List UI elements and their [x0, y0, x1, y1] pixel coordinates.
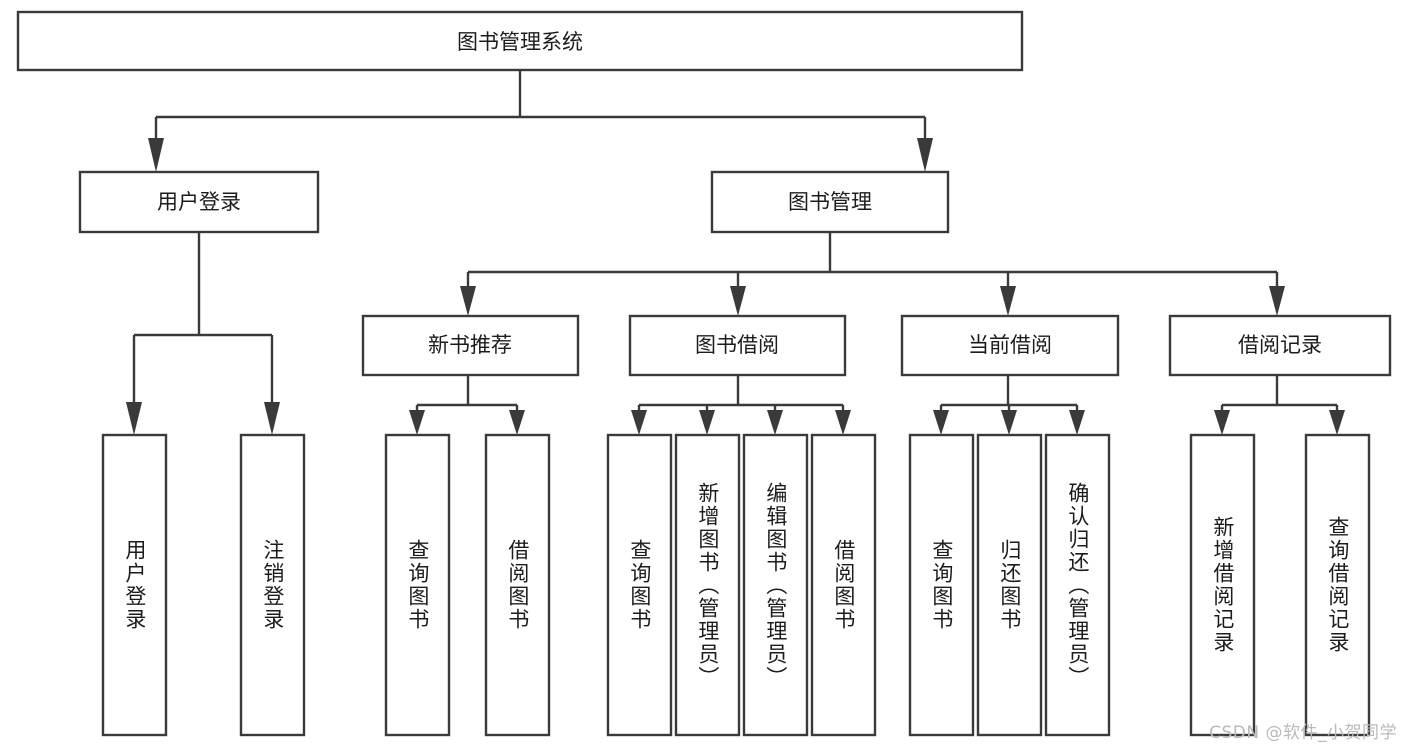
arrow-user-login-leaf1 [126, 402, 142, 435]
arrow-to-current-borrow [1000, 286, 1016, 316]
arrow-to-book-borrow [730, 286, 746, 316]
arrow-current-borrow-leaf1 [933, 410, 949, 435]
node-book-borrow[interactable]: 图书借阅 [628, 314, 847, 377]
node-borrow-record-label: 借阅记录 [1238, 333, 1322, 357]
arrow-to-book-manage [917, 138, 933, 172]
leaf-boxes-current-borrow[interactable] [908, 433, 1111, 737]
leaf-box-query-book-3[interactable] [908, 433, 975, 737]
leaf-box-edit-book[interactable] [742, 433, 809, 737]
leaf-box-query-record[interactable] [1304, 433, 1371, 737]
arrow-current-borrow-leaf3 [1069, 410, 1085, 435]
edges-root-to-level2 [148, 70, 933, 172]
edges-book-borrow-children [631, 375, 851, 435]
leaf-box-user-login[interactable] [101, 433, 168, 737]
node-borrow-record-box[interactable] [1168, 314, 1392, 377]
watermark-text: CSDN @软件_小贺同学 [1209, 723, 1397, 743]
arrow-to-borrow-record [1269, 286, 1285, 316]
arrow-to-new-book [460, 286, 476, 316]
node-new-book-recommend-label: 新书推荐 [428, 333, 512, 357]
arrow-current-borrow-leaf2 [1001, 410, 1017, 435]
leaf-box-borrow-book-1[interactable] [484, 433, 551, 737]
arrow-new-book-leaf1 [409, 410, 425, 435]
node-book-manage-box[interactable] [710, 170, 950, 234]
edges-new-book-children [409, 375, 525, 435]
node-current-borrow-box[interactable] [900, 314, 1120, 377]
leaf-box-add-book[interactable] [674, 433, 741, 737]
arrow-book-borrow-leaf2 [699, 410, 715, 435]
edges-book-manage-children [460, 232, 1285, 316]
arrow-book-borrow-leaf1 [631, 410, 647, 435]
arrow-new-book-leaf2 [509, 410, 525, 435]
leaf-boxes-book-borrow[interactable] [606, 433, 877, 737]
node-new-book-recommend-box[interactable] [361, 314, 580, 377]
node-user-login-label: 用户登录 [157, 190, 241, 214]
node-book-borrow-box[interactable] [628, 314, 847, 377]
node-root-box[interactable] [16, 10, 1024, 72]
leaf-box-return-book[interactable] [976, 433, 1043, 737]
node-book-borrow-label: 图书借阅 [695, 333, 779, 357]
leaf-box-add-record[interactable] [1189, 433, 1256, 737]
leaf-box-query-book-2[interactable] [606, 433, 673, 737]
leaf-boxes-borrow-record[interactable] [1189, 433, 1371, 737]
arrow-borrow-record-leaf1 [1214, 410, 1230, 435]
edges-user-login-children [126, 232, 280, 435]
node-user-login-box[interactable] [78, 170, 320, 234]
node-root[interactable]: 图书管理系统 [16, 10, 1024, 72]
arrow-book-borrow-leaf3 [767, 410, 783, 435]
arrow-borrow-record-leaf2 [1329, 410, 1345, 435]
leaf-box-query-book-1[interactable] [384, 433, 451, 737]
node-user-login[interactable]: 用户登录 [78, 170, 320, 234]
node-current-borrow[interactable]: 当前借阅 [900, 314, 1120, 377]
node-root-label: 图书管理系统 [457, 30, 583, 54]
arrow-book-borrow-leaf4 [835, 410, 851, 435]
node-book-manage[interactable]: 图书管理 [710, 170, 950, 234]
leaf-box-borrow-book-2[interactable] [810, 433, 877, 737]
edges-current-borrow-children [933, 375, 1085, 435]
leaf-box-confirm-return[interactable] [1044, 433, 1111, 737]
arrow-user-login-leaf2 [264, 402, 280, 435]
node-book-manage-label: 图书管理 [788, 190, 872, 214]
arrow-to-user-login [148, 138, 164, 172]
leaf-box-logout[interactable] [239, 433, 306, 737]
node-current-borrow-label: 当前借阅 [968, 333, 1052, 357]
node-new-book-recommend[interactable]: 新书推荐 [361, 314, 580, 377]
edges-borrow-record-children [1214, 375, 1345, 435]
leaf-boxes-new-book-recommend[interactable] [384, 433, 551, 737]
leaf-boxes-user-login[interactable] [101, 433, 306, 737]
node-borrow-record[interactable]: 借阅记录 [1168, 314, 1392, 377]
